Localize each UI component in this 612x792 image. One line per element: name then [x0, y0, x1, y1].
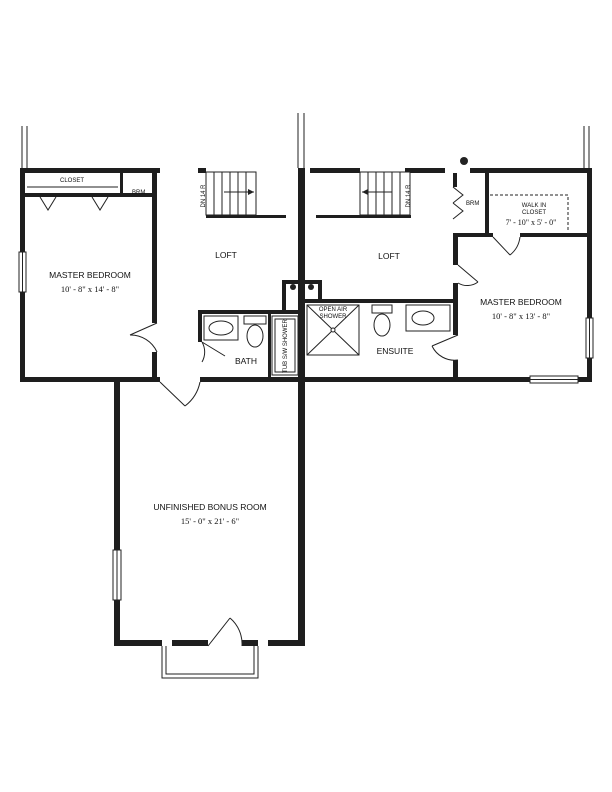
tub-shower-label: TUB S/W SHOWER [283, 319, 289, 373]
left-loft-label: LOFT [215, 250, 237, 260]
right-master-bedroom-dims: 10' - 8" x 13' - 8" [492, 311, 550, 321]
bath-fixtures [203, 315, 299, 376]
ensuite-label: ENSUITE [377, 346, 414, 356]
left-staircase [205, 171, 257, 216]
right-loft-label: LOFT [378, 251, 400, 261]
left-stair-label: DN 14 R [201, 184, 207, 208]
left-master-bedroom-dims: 10' - 8" x 14' - 8" [61, 284, 119, 294]
chase-pipes [290, 157, 468, 290]
bath-label: BATH [235, 356, 257, 366]
right-brm-label: BRM [466, 201, 479, 207]
right-master-bedroom-label: MASTER BEDROOM [480, 297, 562, 307]
doors [39, 186, 521, 647]
walls [20, 168, 592, 646]
walk-in-closet-label-line2: CLOSET [522, 210, 546, 216]
ensuite-fixtures [306, 304, 451, 356]
closet-shelf [490, 194, 569, 231]
bonus-room-label: UNFINISHED BONUS ROOM [153, 502, 266, 512]
wall-post-lines [21, 113, 590, 168]
right-staircase [359, 171, 411, 216]
windows [18, 251, 594, 679]
left-master-bedroom-label: MASTER BEDROOM [49, 270, 131, 280]
walk-in-closet-label-line1: WALK IN [522, 203, 546, 209]
walk-in-closet-dims: 7' - 10" x 5' - 0" [506, 218, 557, 227]
right-stair-label: DN 14 R [406, 184, 412, 208]
left-brm-label: BRM [132, 190, 145, 196]
open-air-shower-label-line1: OPEN AIR [319, 307, 348, 313]
open-air-shower-label-line2: SHOWER [320, 314, 348, 320]
closet-label: CLOSET [60, 178, 84, 184]
bonus-room-dims: 15' - 0" x 21' - 6" [181, 516, 239, 526]
